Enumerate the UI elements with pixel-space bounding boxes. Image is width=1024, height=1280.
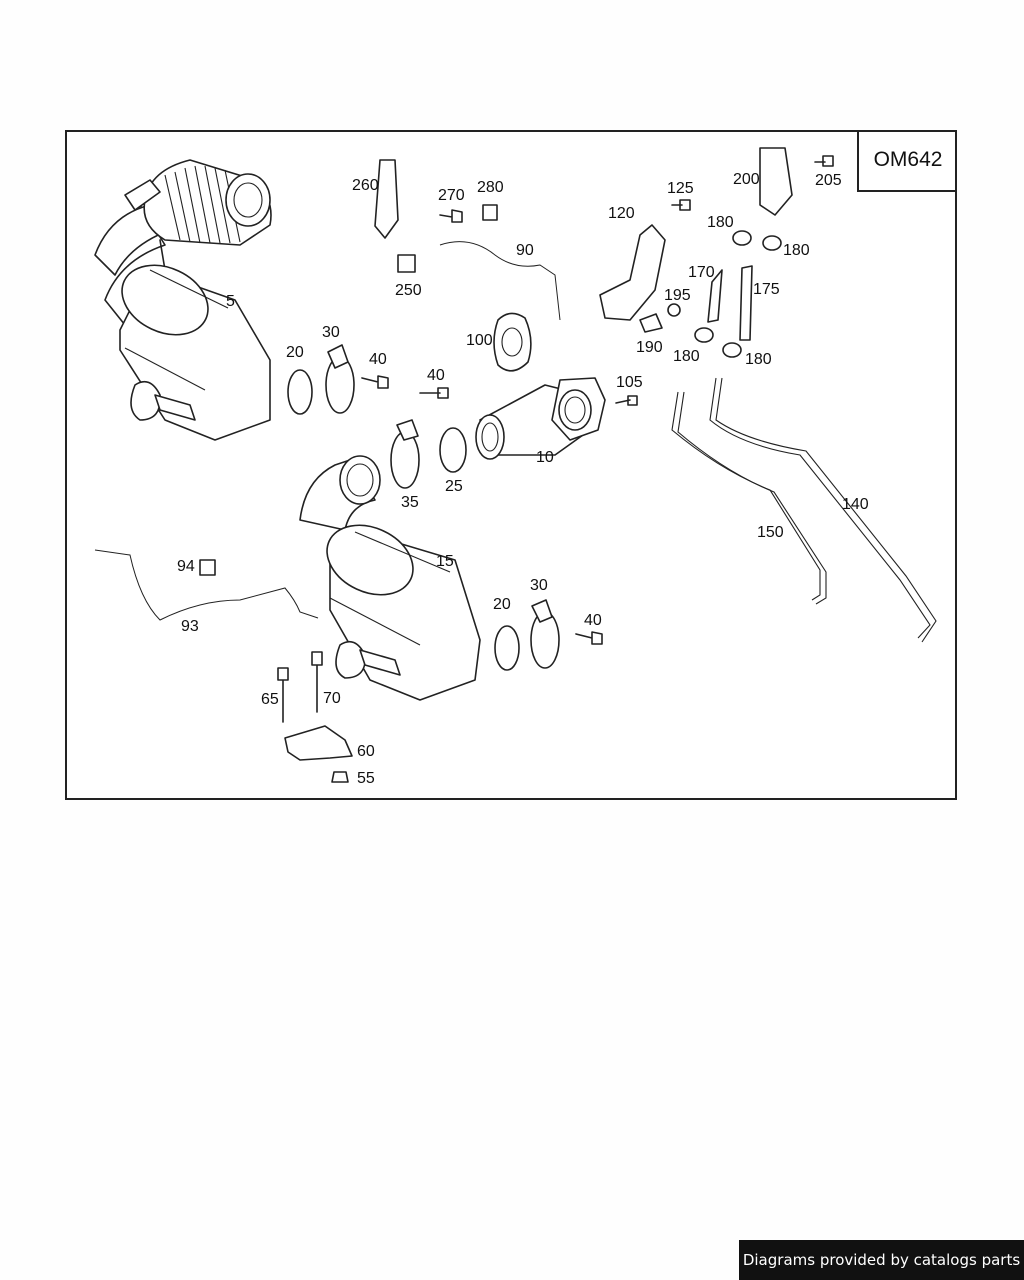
label-94: 94 — [177, 558, 195, 575]
sensor-lines — [94, 147, 793, 621]
label-20: 20 — [286, 344, 304, 361]
label-70: 70 — [323, 690, 341, 707]
label-120: 120 — [608, 205, 635, 222]
label-93: 93 — [181, 618, 199, 635]
label-190: 190 — [636, 339, 663, 356]
rings-and-clamps — [287, 344, 560, 671]
label-40: 40 — [427, 367, 445, 384]
label-175: 175 — [753, 281, 780, 298]
credit-banner: Diagrams provided by catalogs parts — [739, 1240, 1024, 1280]
label-30: 30 — [322, 324, 340, 341]
label-55: 55 — [357, 770, 375, 787]
part-60-bracket — [284, 725, 353, 761]
pipes — [671, 377, 937, 643]
label-105: 105 — [616, 374, 643, 391]
label-180: 180 — [745, 351, 772, 368]
label-90: 90 — [516, 242, 534, 259]
label-180: 180 — [783, 242, 810, 259]
label-10: 10 — [536, 449, 554, 466]
label-250: 250 — [395, 282, 422, 299]
label-25: 25 — [445, 478, 463, 495]
label-40: 40 — [369, 351, 387, 368]
label-5: 5 — [226, 293, 235, 310]
label-125: 125 — [667, 180, 694, 197]
label-60: 60 — [357, 743, 375, 760]
hoses — [694, 230, 782, 358]
label-20: 20 — [493, 596, 511, 613]
credit-text: Diagrams provided by catalogs parts — [742, 1251, 1021, 1269]
part-10-catalyst — [475, 377, 606, 460]
label-150: 150 — [757, 524, 784, 541]
brackets-small — [599, 224, 681, 333]
engine-code: OM642 — [873, 148, 943, 171]
label-195: 195 — [664, 287, 691, 304]
label-40: 40 — [584, 612, 602, 629]
label-270: 270 — [438, 187, 465, 204]
bolts — [277, 155, 834, 783]
engine-code-box: OM642 — [857, 130, 957, 192]
part-15-dpf-lower — [299, 455, 481, 701]
part-100-gasket — [493, 312, 532, 372]
label-140: 140 — [842, 496, 869, 513]
label-200: 200 — [733, 171, 760, 188]
label-180: 180 — [673, 348, 700, 365]
part-labels: 5 10 15 20 20 25 30 30 35 40 40 40 55 60… — [177, 171, 869, 787]
label-15: 15 — [436, 553, 454, 570]
label-100: 100 — [466, 332, 493, 349]
label-205: 205 — [815, 172, 842, 189]
label-170: 170 — [688, 264, 715, 281]
label-65: 65 — [261, 691, 279, 708]
label-260: 260 — [352, 177, 379, 194]
part-5-dpf-upper — [94, 159, 272, 441]
label-280: 280 — [477, 179, 504, 196]
label-180: 180 — [707, 214, 734, 231]
label-30: 30 — [530, 577, 548, 594]
label-35: 35 — [401, 494, 419, 511]
